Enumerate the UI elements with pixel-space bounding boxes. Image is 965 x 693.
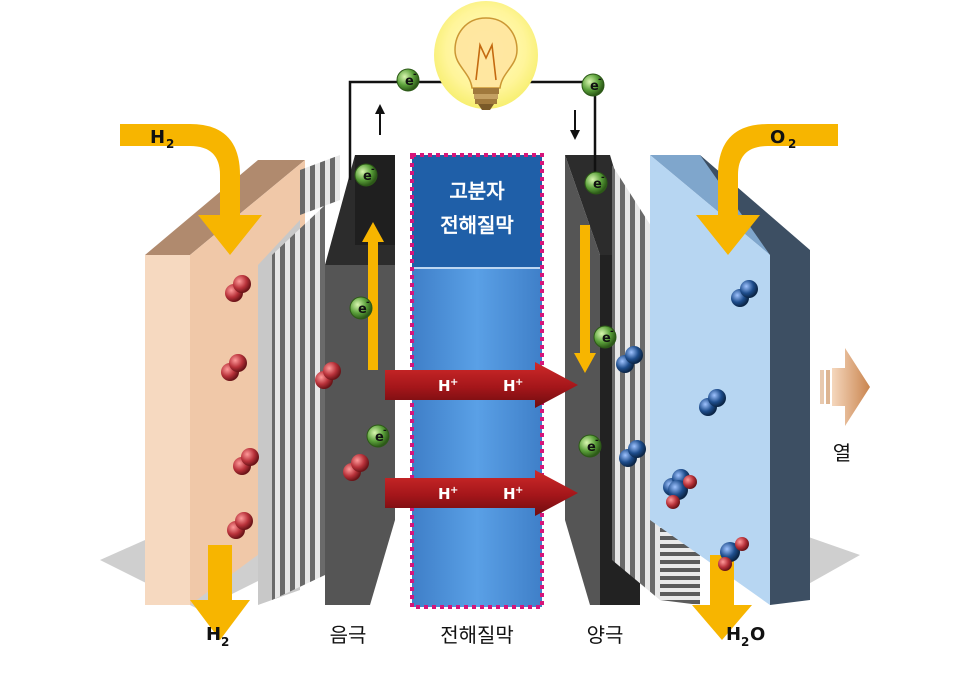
hydrogen-inlet-label: H (150, 127, 165, 148)
water-molecule (718, 537, 749, 571)
electron-charge: - (601, 173, 605, 183)
electron-charge: - (595, 436, 599, 446)
oxygen-molecule (731, 280, 758, 307)
proton-charge: + (515, 377, 523, 388)
water-outlet-label-h: H (726, 624, 741, 645)
molecules-layer (221, 275, 758, 571)
electron-symbol: e (358, 302, 367, 317)
oxygen-molecule (616, 346, 643, 373)
wire-down-arrow-icon (570, 110, 580, 140)
proton-charge: + (515, 485, 523, 496)
water-outlet-label-o: O (750, 624, 765, 645)
electron: e- (366, 424, 390, 448)
oxygen-inlet-arrow: O 2 (696, 124, 838, 255)
electron-charge: - (366, 298, 370, 308)
hydrogen-inlet-arrow: H 2 (120, 124, 262, 255)
electron-symbol: e (405, 74, 414, 89)
electron: e- (396, 68, 420, 92)
electron-symbol: e (590, 79, 599, 94)
water-outlet-arrow (692, 555, 752, 640)
cathode-electron-flow-arrow (574, 225, 596, 373)
cathode-label: 양극 (587, 623, 624, 647)
electron: e- (581, 73, 605, 97)
proton-label: H (503, 485, 516, 503)
proton-label: H (503, 377, 516, 395)
electron: e- (584, 171, 608, 195)
heat-arrow-icon (820, 348, 870, 426)
oxygen-inlet-label: O (770, 127, 785, 148)
electron: e- (593, 325, 617, 349)
membrane-title-line2: 전해질막 (440, 213, 514, 237)
oxygen-molecule (699, 389, 726, 416)
hydrogen-molecule (343, 454, 369, 481)
membrane-title-line1: 고분자 (449, 179, 505, 203)
hydrogen-molecule (221, 354, 247, 381)
electron-charge: - (610, 327, 614, 337)
proton-arrow-lower (385, 470, 578, 516)
anode-electron-flow-arrow (362, 222, 384, 370)
electron-symbol: e (375, 430, 384, 445)
anode-label: 음극 (330, 623, 367, 647)
hydrogen-outlet-label: H (206, 624, 221, 645)
proton-label: H (438, 377, 451, 395)
electron-charge: - (383, 426, 387, 436)
electron-symbol: e (363, 169, 372, 184)
oxygen-molecule (619, 440, 646, 467)
water-molecule (666, 475, 697, 509)
hydrogen-inlet-subscript: 2 (166, 137, 174, 151)
anode-gas-diffusion-layer (258, 155, 340, 605)
electron-charge: - (371, 165, 375, 175)
hydrogen-outlet-subscript: 2 (221, 635, 229, 649)
protons-layer: H+H+H+H+ (438, 377, 523, 503)
proton-charge: + (450, 485, 458, 496)
water-outlet-subscript: 2 (741, 635, 749, 649)
membrane-label: 전해질막 (440, 623, 514, 647)
light-bulb-icon (434, 1, 538, 110)
electron-symbol: e (587, 440, 596, 455)
oxygen-inlet-subscript: 2 (788, 137, 796, 151)
electron-charge: - (598, 75, 602, 85)
proton-charge: + (450, 377, 458, 388)
heat-label: 열 (833, 441, 851, 465)
proton-label: H (438, 485, 451, 503)
electron: e- (578, 434, 602, 458)
hydrogen-molecule (233, 448, 259, 475)
electrons-layer: e-e-e-e-e-e-e-e- (349, 68, 617, 458)
electron: e- (354, 163, 378, 187)
proton-arrow-upper (385, 362, 578, 408)
hydrogen-molecule (225, 275, 251, 302)
electron: e- (349, 296, 373, 320)
hydrogen-molecule (227, 512, 253, 539)
electron-charge: - (413, 70, 417, 80)
hydrogen-outlet-arrow (190, 545, 250, 640)
hydrogen-molecule (315, 362, 341, 389)
electron-symbol: e (593, 177, 602, 192)
wire-up-arrow-icon (375, 104, 385, 135)
electron-symbol: e (602, 331, 611, 346)
anode-electrode (325, 155, 395, 605)
